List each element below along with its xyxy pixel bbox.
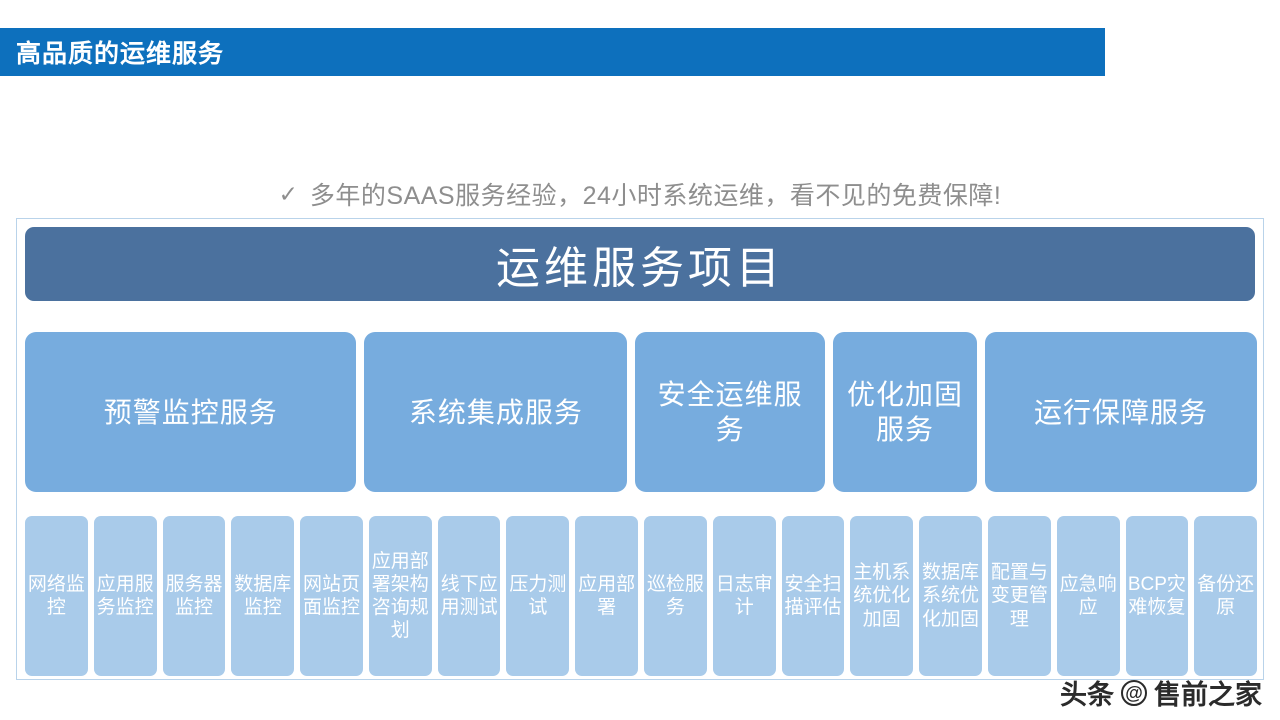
service-item[interactable]: 应用部署架构咨询规划 — [368, 516, 432, 676]
category-box[interactable]: 安全运维服务 — [635, 332, 825, 492]
service-item[interactable]: 主机系统优化加固 — [850, 516, 914, 676]
category-box[interactable]: 优化加固服务 — [833, 332, 977, 492]
service-item-label: 线下应用测试 — [440, 573, 498, 618]
slide-title-bar: 高品质的运维服务 — [0, 28, 1105, 76]
service-item[interactable]: 应用服务监控 — [93, 516, 157, 676]
service-item[interactable]: 应用部署 — [575, 516, 639, 676]
diagram-header-label: 运维服务项目 — [496, 244, 784, 293]
service-item[interactable]: 应急响应 — [1056, 516, 1120, 676]
service-item-label: 应用服务监控 — [96, 573, 154, 618]
service-item-label: 网络监控 — [27, 573, 85, 618]
service-item[interactable]: 网络监控 — [25, 516, 88, 676]
service-item-label: 巡检服务 — [646, 573, 704, 618]
service-item-label: 服务器监控 — [165, 573, 223, 618]
service-item[interactable]: 压力测试 — [506, 516, 570, 676]
category-label: 安全运维服务 — [657, 379, 803, 445]
category-box[interactable]: 系统集成服务 — [364, 332, 628, 492]
watermark-source: 头条 — [1060, 680, 1114, 710]
service-item-label: 配置与变更管理 — [990, 562, 1048, 630]
service-item-row: 网络监控应用服务监控服务器监控数据库监控网站页面监控应用部署架构咨询规划线下应用… — [25, 516, 1258, 676]
category-label: 预警监控服务 — [103, 396, 278, 428]
service-item[interactable]: 数据库系统优化加固 — [919, 516, 982, 676]
service-item[interactable]: 服务器监控 — [162, 516, 226, 676]
page-title: 高品质的运维服务 — [16, 40, 225, 68]
category-label: 优化加固服务 — [846, 379, 963, 445]
service-item[interactable]: 巡检服务 — [644, 516, 707, 676]
service-item-label: 日志审计 — [715, 573, 773, 618]
service-item[interactable]: 网站页面监控 — [300, 516, 363, 676]
service-item-label: 主机系统优化加固 — [853, 562, 911, 630]
category-label: 运行保障服务 — [1033, 396, 1208, 428]
service-diagram: 运维服务项目 预警监控服务 系统集成服务 安全运维服务优化加固服务 运行保障服务 网络… — [16, 218, 1264, 680]
at-icon: @ — [1121, 679, 1147, 706]
watermark: 头条 @ 售前之家 — [1060, 673, 1262, 712]
category-box[interactable]: 运行保障服务 — [985, 332, 1257, 492]
service-item[interactable]: 日志审计 — [712, 516, 776, 676]
service-item[interactable]: 线下应用测试 — [437, 516, 501, 676]
service-item[interactable]: 备份还原 — [1194, 516, 1258, 676]
watermark-account: 售前之家 — [1154, 680, 1262, 710]
category-box[interactable]: 预警监控服务 — [25, 332, 357, 492]
service-item-label: 应急响应 — [1059, 573, 1117, 618]
category-row: 预警监控服务 系统集成服务 安全运维服务优化加固服务 运行保障服务 — [25, 332, 1257, 492]
diagram-header: 运维服务项目 — [25, 227, 1255, 301]
service-item-label: 备份还原 — [1197, 573, 1255, 618]
service-item-label: 网站页面监控 — [303, 573, 361, 618]
category-label: 系统集成服务 — [408, 396, 583, 428]
service-item-label: 应用部署 — [578, 573, 636, 618]
service-item-label: 压力测试 — [509, 573, 567, 618]
service-item-label: 安全扫描评估 — [784, 573, 842, 618]
service-item[interactable]: 数据库监控 — [231, 516, 295, 676]
subtitle-row: ✓ 多年的SAAS服务经验，24小时系统运维，看不见的免费保障! — [0, 176, 1280, 212]
service-item[interactable]: 安全扫描评估 — [781, 516, 845, 676]
checkmark-icon: ✓ — [278, 180, 298, 207]
service-item[interactable]: 配置与变更管理 — [987, 516, 1051, 676]
service-item-label: 数据库监控 — [234, 573, 292, 618]
service-item-label: 数据库系统优化加固 — [922, 562, 980, 630]
service-item-label: BCP灾难恢复 — [1127, 573, 1186, 618]
service-item[interactable]: BCP灾难恢复 — [1125, 516, 1189, 676]
service-item-label: 应用部署架构咨询规划 — [371, 550, 429, 642]
subtitle-text: 多年的SAAS服务经验，24小时系统运维，看不见的免费保障! — [309, 182, 1002, 210]
